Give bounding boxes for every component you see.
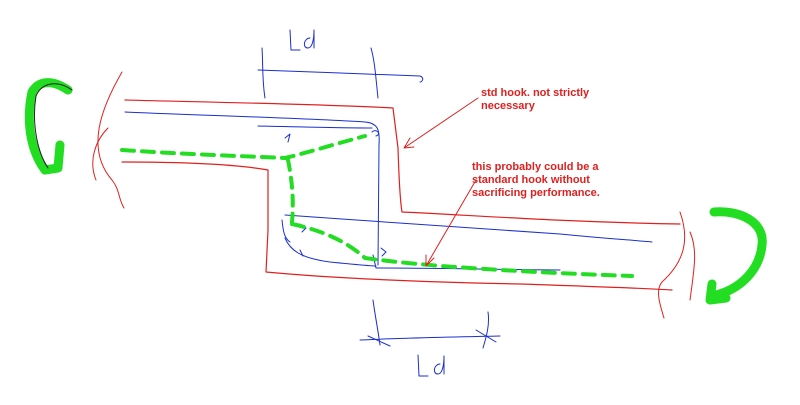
moment-arrow-right-head bbox=[705, 279, 731, 305]
top-bar-inner bbox=[257, 125, 373, 129]
moment-arrow-left bbox=[24, 78, 73, 175]
bar-marks bbox=[284, 130, 387, 257]
strut-path bbox=[120, 134, 367, 160]
moment-arrow-left-inner bbox=[34, 83, 73, 169]
ld-dimension-bottom-ticks bbox=[367, 329, 497, 347]
strut-lower bbox=[290, 222, 634, 278]
break-line-right bbox=[658, 211, 696, 319]
hook-note: std hook. not strictly necessary bbox=[481, 87, 590, 112]
ld-dimension-bottom bbox=[359, 299, 501, 349]
ld-dimension-top bbox=[257, 47, 424, 99]
bottom-bar-inner bbox=[281, 219, 291, 243]
standard-hook-note: this probably could be a standard hook w… bbox=[472, 161, 600, 199]
strut-vertical bbox=[286, 158, 295, 224]
moment-arrow-right bbox=[707, 207, 767, 301]
leader-arrow-standard-hook bbox=[425, 179, 477, 267]
ld-label-bottom bbox=[417, 354, 445, 377]
leader-arrow-hook bbox=[403, 97, 479, 149]
member-outline bbox=[121, 99, 681, 291]
break-line-left bbox=[92, 71, 125, 209]
ld-label-top bbox=[289, 29, 315, 51]
